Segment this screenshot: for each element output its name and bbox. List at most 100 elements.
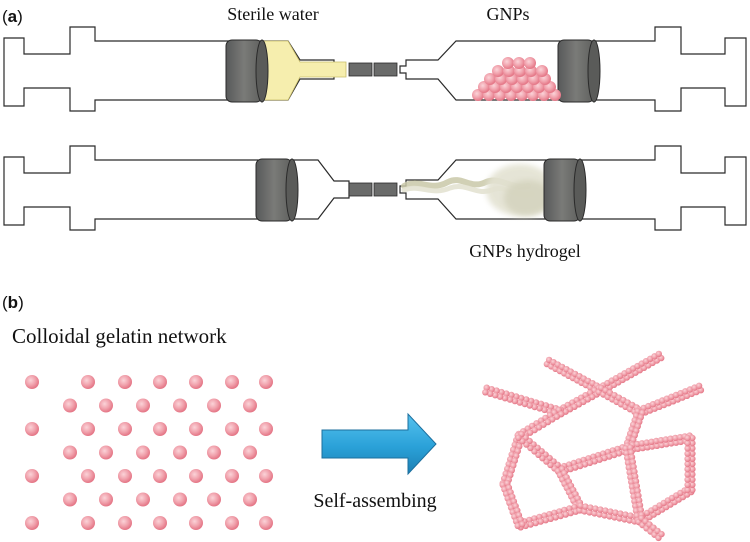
colloidal-particle	[81, 469, 95, 483]
network-particle	[636, 502, 644, 509]
network-particle	[616, 515, 623, 522]
network-particle	[496, 393, 504, 400]
network-particle	[626, 469, 633, 476]
network-particle	[626, 517, 633, 524]
network-particle	[684, 455, 691, 462]
network-particle	[581, 461, 589, 468]
network-particle	[638, 440, 646, 447]
colloidal-particle	[63, 445, 77, 460]
network-particle	[511, 397, 519, 405]
colloidal-particle	[243, 492, 257, 507]
colloidal-particle	[225, 375, 239, 389]
network-particle	[624, 459, 632, 466]
network-particle	[597, 506, 604, 513]
network-particle	[624, 454, 631, 462]
colloidal-particle	[118, 375, 132, 389]
network-particle	[602, 507, 609, 514]
colloidal-particle	[81, 422, 95, 436]
network-particle	[606, 453, 613, 460]
colloidal-particle	[136, 492, 150, 507]
gelatin-network	[482, 350, 705, 542]
network-particle	[628, 478, 635, 486]
network-particle	[689, 481, 696, 488]
colloidal-particle	[259, 422, 273, 436]
network-particle	[581, 508, 588, 515]
network-particle	[676, 434, 684, 441]
network-particle	[591, 510, 598, 517]
colloidal-particle	[207, 445, 221, 460]
network-particle	[684, 471, 691, 478]
network-particle	[672, 439, 680, 446]
network-particle	[689, 460, 696, 468]
network-particle	[622, 445, 629, 452]
network-particle	[627, 512, 634, 519]
gnp-particle	[513, 57, 525, 69]
gnps-hydrogel-label: GNPs hydrogel	[469, 241, 581, 261]
network-particle	[611, 514, 618, 521]
network-particle	[689, 440, 696, 447]
network-particle	[592, 505, 599, 512]
network-particle	[630, 493, 637, 500]
network-particle	[587, 504, 594, 511]
network-particle	[648, 438, 655, 445]
network-particle	[506, 396, 514, 403]
plunger-left-bottom	[255, 158, 299, 222]
colloidal-particle	[25, 375, 39, 389]
network-particle	[689, 434, 696, 442]
network-particle	[629, 458, 636, 466]
colloidal-gelatin-title: Colloidal gelatin network	[12, 324, 227, 348]
gnp-particle	[536, 65, 548, 77]
connector-top	[348, 62, 398, 77]
network-particle	[531, 403, 538, 411]
network-particle	[582, 503, 589, 510]
network-particle	[596, 511, 603, 518]
network-particle	[623, 450, 630, 457]
network-particle	[684, 466, 691, 473]
network-particle	[689, 486, 696, 494]
network-particle	[643, 439, 650, 446]
colloidal-particle	[259, 375, 273, 389]
network-particle	[501, 395, 509, 402]
colloidal-particle	[173, 445, 187, 460]
network-particle	[526, 402, 533, 409]
network-particle	[536, 405, 543, 412]
network-particle	[658, 530, 665, 538]
network-particle	[684, 486, 691, 494]
network-particle	[627, 444, 634, 451]
panel-b-label: (b)	[2, 293, 24, 312]
colloidal-particle	[136, 398, 150, 413]
self-assembly-arrow	[321, 412, 437, 476]
colloidal-particle	[63, 492, 77, 507]
colloidal-particle-grid	[25, 375, 273, 530]
network-particle	[655, 350, 662, 358]
network-particle	[567, 509, 574, 517]
network-particle	[634, 440, 641, 448]
colloidal-particle	[243, 445, 257, 460]
network-particle	[552, 514, 559, 521]
network-particle	[689, 476, 696, 483]
network-particle	[562, 511, 569, 518]
network-particle	[649, 443, 656, 450]
network-particle	[596, 456, 603, 463]
network-particle	[519, 521, 526, 528]
colloidal-particle	[118, 516, 132, 530]
colloidal-particle	[173, 492, 187, 507]
colloidal-particle	[25, 516, 39, 530]
network-particle	[621, 516, 628, 523]
network-particle	[684, 434, 691, 442]
network-particle	[507, 471, 514, 479]
network-particle	[515, 434, 522, 441]
colloidal-particle	[259, 516, 273, 530]
network-particle	[625, 464, 632, 471]
network-particle	[689, 466, 696, 473]
network-particle	[628, 454, 636, 461]
panel-a-label: (a)	[2, 7, 23, 26]
network-particle	[633, 482, 640, 490]
network-particle	[577, 462, 584, 470]
network-particle	[514, 447, 521, 455]
colloidal-particle	[225, 422, 239, 436]
syringe-left-bottom	[3, 145, 350, 231]
colloidal-particle	[63, 398, 77, 413]
hydrogel	[401, 164, 554, 216]
colloidal-particle	[118, 469, 132, 483]
